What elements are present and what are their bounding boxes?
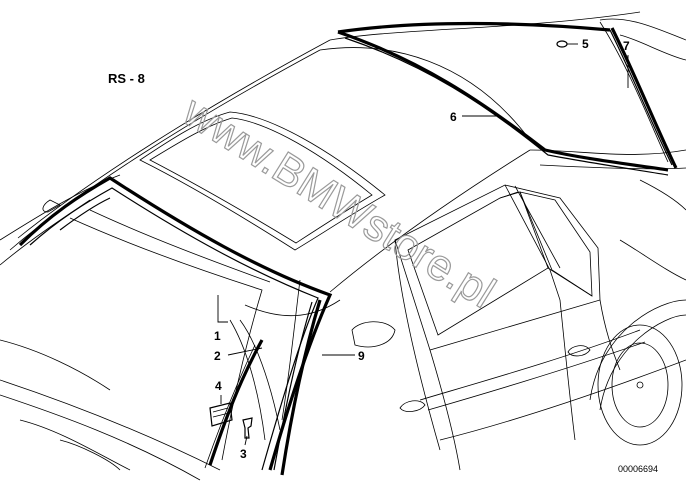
- image-code: 00006694: [618, 464, 658, 474]
- callout-2: 2: [214, 349, 221, 363]
- rear-window-seal-assembly: [337, 21, 678, 176]
- callout-6: 6: [450, 110, 457, 124]
- clip-part-4: [209, 402, 233, 427]
- car-body-drawing: [0, 11, 686, 481]
- leader-lines: [217, 43, 629, 446]
- windscreen-assembly: [18, 176, 333, 476]
- callout-3: 3: [240, 447, 247, 461]
- callout-7: 7: [623, 39, 630, 53]
- callout-4: 4: [215, 379, 222, 393]
- diagram-title: RS - 8: [108, 71, 145, 86]
- clip-part-3: [242, 417, 253, 439]
- callout-1: 1: [214, 329, 221, 343]
- callout-5: 5: [582, 37, 589, 51]
- callout-9: 9: [358, 349, 365, 363]
- clip-part-5: [556, 40, 568, 48]
